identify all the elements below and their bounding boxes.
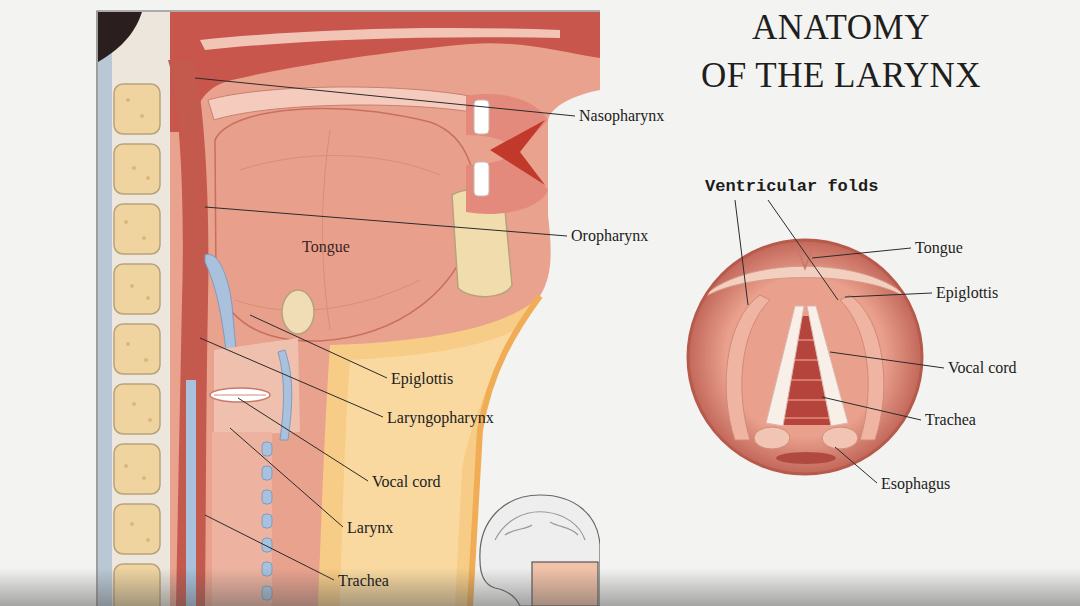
- part-label: Ventricular folds: [705, 177, 878, 197]
- part-label: Epiglottis: [391, 370, 453, 388]
- video-shade: [0, 568, 1080, 606]
- part-label: Trachea: [925, 411, 976, 429]
- part-label: Esophagus: [881, 475, 950, 493]
- part-label: Larynx: [347, 519, 393, 537]
- part-label: Tongue: [302, 238, 350, 256]
- sagittal-section: [98, 12, 600, 606]
- part-label: Vocal cord: [372, 473, 441, 491]
- part-label: Tongue: [915, 239, 963, 257]
- part-label: Oropharynx: [571, 227, 648, 245]
- leader-line: [195, 78, 944, 580]
- part-label: Nasopharynx: [579, 107, 664, 125]
- part-label: Vocal cord: [948, 359, 1017, 377]
- part-label: Laryngopharynx: [387, 409, 494, 427]
- part-label: Epiglottis: [936, 284, 998, 302]
- part-label: Trachea: [338, 572, 389, 590]
- diagram-title: ANATOMY OF THE LARYNX: [686, 4, 996, 100]
- laryngoscope-view: [688, 235, 922, 474]
